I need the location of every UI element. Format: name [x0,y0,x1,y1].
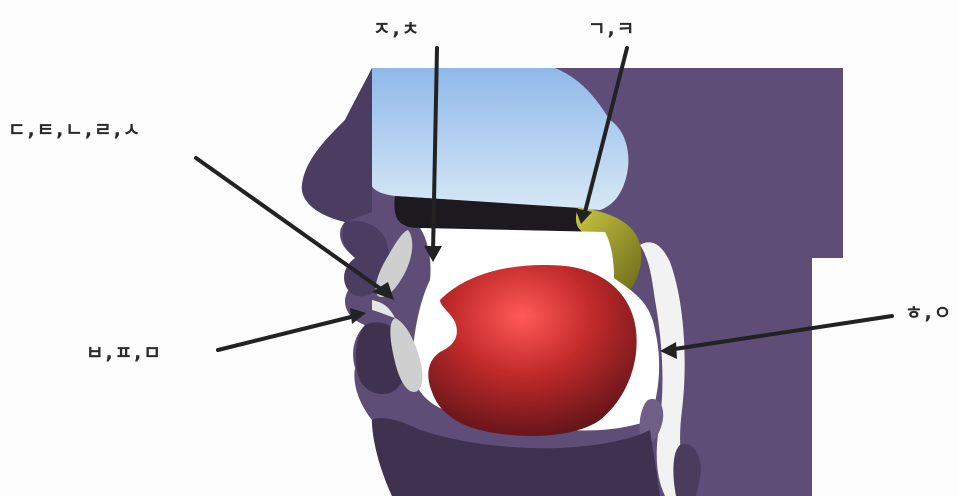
arrow-bilabial [218,316,355,350]
label-alveolar: ㄷ,ㅌ,ㄴ,ㄹ,ㅅ [8,115,142,142]
nose-shade [302,68,372,222]
label-bilabial: ㅂ,ㅍ,ㅁ [86,338,163,365]
label-glottal: ㅎ,ㅇ [905,298,953,325]
label-palatal: ㅈ,ㅊ [373,14,421,41]
label-velar: ㄱ,ㅋ [588,14,636,41]
tongue [428,265,636,436]
